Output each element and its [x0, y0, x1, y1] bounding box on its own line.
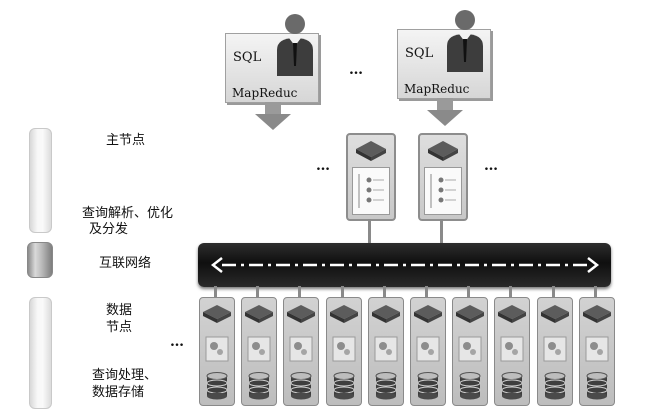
master-node-label: 主节点: [106, 133, 146, 148]
data-node-connector: [552, 286, 555, 297]
database-icon: [586, 372, 608, 400]
client-2-sql-label: SQL: [405, 46, 434, 61]
server-icon: [203, 305, 231, 323]
client-ellipsis: …: [349, 62, 364, 78]
data-node-connector: [256, 286, 259, 297]
database-icon: [501, 372, 523, 400]
data-node: [368, 297, 404, 406]
client-1-sql-label: SQL: [233, 50, 262, 65]
data-node-connector: [425, 286, 428, 297]
bidirectional-arrow-icon: [210, 257, 600, 273]
server-icon: [245, 305, 273, 323]
query-plan-icon: [424, 167, 462, 215]
server-icon: [541, 305, 569, 323]
data-node: [579, 297, 615, 406]
data-node-ellipsis: …: [170, 334, 185, 350]
data-node-connector: [594, 286, 597, 297]
query-plan-icon: [352, 167, 390, 215]
data-node-connector: [341, 286, 344, 297]
server-icon: [498, 305, 526, 323]
data-desc-line2: 数据存储: [92, 385, 145, 400]
database-icon: [459, 372, 481, 400]
server-icon: [583, 305, 611, 323]
client-card-1: SQL MapReduc: [225, 14, 319, 103]
master-ellipsis-right: …: [484, 158, 499, 174]
server-icon: [372, 305, 400, 323]
down-arrow-2: [427, 98, 463, 126]
database-icon: [248, 372, 270, 400]
interconnect-network: [198, 243, 611, 287]
data-node: [241, 297, 277, 406]
data-node-label-line2: 节点: [106, 320, 133, 335]
server-icon: [456, 305, 484, 323]
database-icon: [417, 372, 439, 400]
user-icon: [277, 14, 313, 76]
processing-icon: [289, 336, 313, 362]
database-icon: [544, 372, 566, 400]
data-node: [452, 297, 488, 406]
data-node-connector: [214, 286, 217, 297]
client-2-mapreduce-label: MapReduc: [404, 82, 470, 96]
master-connector-1: [368, 219, 371, 244]
user-icon: [447, 10, 483, 72]
data-node: [537, 297, 573, 406]
client-card-2: SQL MapReduc: [397, 10, 491, 99]
data-node: [283, 297, 319, 406]
down-arrow-1: [255, 102, 291, 130]
database-icon: [290, 372, 312, 400]
data-desc-line1: 查询处理、: [92, 368, 158, 383]
master-ellipsis-left: …: [316, 158, 331, 174]
database-icon: [333, 372, 355, 400]
master-legend-bar: [29, 128, 52, 233]
server-icon: [428, 141, 458, 161]
network-legend-bar: [27, 242, 53, 278]
master-desc-line1: 查询解析、优化: [82, 206, 174, 221]
processing-icon: [205, 336, 229, 362]
database-icon: [206, 372, 228, 400]
data-node: [494, 297, 530, 406]
processing-icon: [247, 336, 271, 362]
data-node-legend-bar: [29, 297, 52, 409]
processing-icon: [585, 336, 609, 362]
network-label: 互联网络: [99, 256, 152, 271]
data-node-connector: [298, 286, 301, 297]
server-icon: [356, 141, 386, 161]
data-node: [326, 297, 362, 406]
master-connector-2: [440, 219, 443, 244]
master-node-2: [418, 133, 468, 221]
processing-icon: [374, 336, 398, 362]
server-icon: [330, 305, 358, 323]
server-icon: [414, 305, 442, 323]
processing-icon: [500, 336, 524, 362]
data-node-connector: [383, 286, 386, 297]
data-node-label-line1: 数据: [106, 303, 133, 318]
data-node-connector: [509, 286, 512, 297]
client-1-mapreduce-label: MapReduc: [232, 86, 298, 100]
database-icon: [375, 372, 397, 400]
processing-icon: [458, 336, 482, 362]
master-desc-line2: 及分发: [89, 222, 129, 237]
data-node-connector: [467, 286, 470, 297]
processing-icon: [332, 336, 356, 362]
data-node: [199, 297, 235, 406]
processing-icon: [543, 336, 567, 362]
processing-icon: [416, 336, 440, 362]
data-node: [410, 297, 446, 406]
server-icon: [287, 305, 315, 323]
master-node-1: [346, 133, 396, 221]
